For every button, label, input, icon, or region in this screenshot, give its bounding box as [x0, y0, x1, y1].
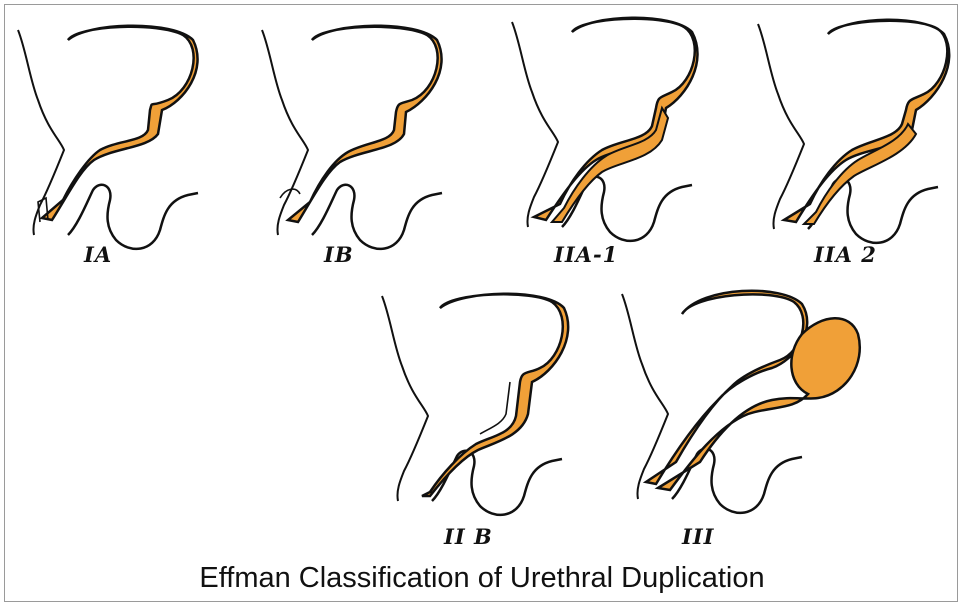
label-ia: IA — [84, 242, 112, 267]
bladder-lower — [658, 318, 860, 490]
panel-iii — [622, 291, 860, 513]
panel-iib — [382, 294, 568, 515]
second-urethra — [804, 124, 916, 224]
second-urethra — [552, 108, 668, 222]
panel-ia — [18, 26, 198, 249]
label-iia-1: IIA-1 — [554, 242, 618, 267]
bladder-shape — [784, 20, 949, 222]
bladder-shape — [422, 294, 568, 496]
bladder-shape — [288, 26, 442, 222]
bifurcation-gap — [480, 382, 510, 434]
label-iii: III — [682, 524, 714, 549]
label-ib: IB — [324, 242, 354, 267]
bladder-upper — [646, 291, 807, 484]
panel-iia-1 — [512, 18, 698, 241]
bladder-shape — [42, 26, 198, 220]
figure-title: Effman Classification of Urethral Duplic… — [0, 562, 964, 595]
panel-iia-2 — [758, 20, 949, 243]
panel-ib — [262, 26, 442, 249]
label-iia-2: IIA 2 — [814, 242, 877, 267]
label-iib: II B — [444, 524, 493, 549]
